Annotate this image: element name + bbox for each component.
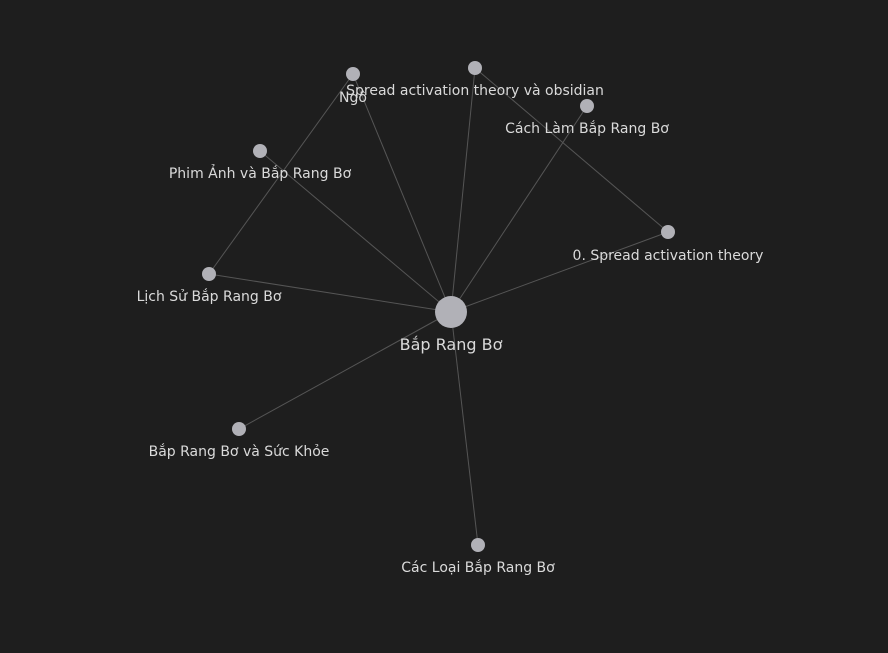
edge-spread-obsidian-spread-theory <box>474 67 669 233</box>
edge-bap-rang-bo-ngo <box>352 73 452 313</box>
nodes-layer <box>202 61 675 552</box>
edge-bap-rang-bo-spread-theory <box>450 231 669 313</box>
edges-layer <box>208 67 669 546</box>
node-label-lich-su[interactable]: Lịch Sử Bắp Rang Bơ <box>137 288 282 305</box>
node-label-spread-theory[interactable]: 0. Spread activation theory <box>573 248 764 264</box>
edge-bap-rang-bo-suc-khoe <box>238 311 452 430</box>
node-label-suc-khoe[interactable]: Bắp Rang Bơ và Sức Khỏe <box>149 443 330 460</box>
node-spread-obsidian[interactable] <box>468 61 482 75</box>
node-label-cach-lam[interactable]: Cách Làm Bắp Rang Bơ <box>505 120 669 137</box>
node-label-phim-anh[interactable]: Phim Ảnh và Bắp Rang Bơ <box>169 164 352 182</box>
node-cac-loai[interactable] <box>471 538 485 552</box>
node-phim-anh[interactable] <box>253 144 267 158</box>
node-lich-su[interactable] <box>202 267 216 281</box>
edge-bap-rang-bo-cac-loai <box>450 311 479 546</box>
edge-bap-rang-bo-phim-anh <box>259 150 452 313</box>
node-label-spread-obsidian[interactable]: Spread activation theory và obsidian <box>346 83 604 99</box>
node-label-ngo[interactable]: Ngô <box>339 90 367 106</box>
edge-ngo-lich-su <box>208 73 354 275</box>
node-ngo[interactable] <box>346 67 360 81</box>
edge-bap-rang-bo-cach-lam <box>450 105 588 313</box>
edge-bap-rang-bo-spread-obsidian <box>450 67 476 313</box>
node-label-cac-loai[interactable]: Các Loại Bắp Rang Bơ <box>401 559 555 576</box>
node-suc-khoe[interactable] <box>232 422 246 436</box>
edge-bap-rang-bo-lich-su <box>208 273 452 313</box>
node-spread-theory[interactable] <box>661 225 675 239</box>
node-bap-rang-bo[interactable] <box>435 296 467 328</box>
node-label-bap-rang-bo[interactable]: Bắp Rang Bơ <box>400 335 503 354</box>
node-cach-lam[interactable] <box>580 99 594 113</box>
